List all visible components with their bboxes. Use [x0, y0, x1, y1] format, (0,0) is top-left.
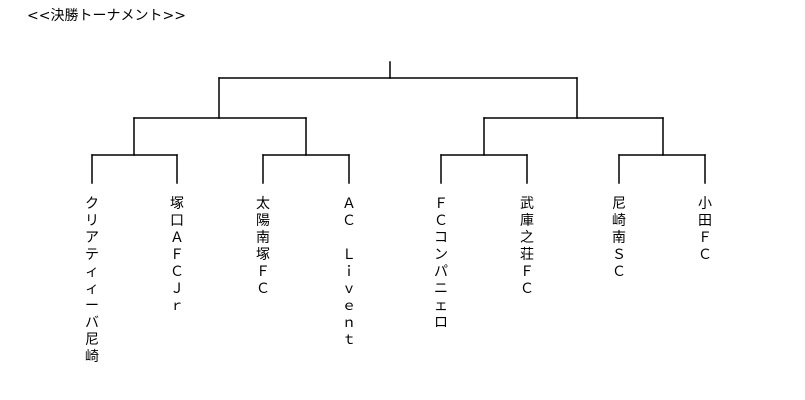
team-label-char: Ｃ — [698, 247, 712, 263]
team-label-char: ロ — [434, 315, 448, 331]
team-label-char: 尼 — [612, 196, 626, 212]
team-label-char: Ｓ — [612, 247, 626, 263]
team-label-char: ニ — [434, 281, 448, 297]
team-label-char: Ｃ — [434, 213, 448, 229]
team-label-char: 田 — [698, 213, 712, 229]
team-label-char: ア — [85, 230, 99, 246]
team-label-char: 庫 — [520, 213, 534, 229]
team-label-char: ｒ — [170, 298, 184, 314]
team-label-char: バ — [85, 315, 99, 331]
team-label-char: Ｆ — [520, 264, 534, 280]
team-label-char: ィ — [85, 281, 99, 297]
team-label-char: Ｆ — [170, 247, 184, 263]
team-label-char: ー — [85, 298, 99, 314]
team-label-char: パ — [434, 264, 448, 280]
team-label-char: テ — [85, 247, 99, 263]
team-label-char: ｉ — [342, 264, 356, 280]
team-label-char: 塚 — [256, 247, 270, 263]
team-label-char: 南 — [612, 230, 626, 246]
team-label-char: Ｃ — [170, 264, 184, 280]
team-label-char: Ｃ — [342, 213, 356, 229]
team-label-char: Ｃ — [520, 281, 534, 297]
team-label-char: 南 — [256, 230, 270, 246]
team-label-char: リ — [85, 213, 99, 229]
team-label-char: 崎 — [85, 349, 99, 365]
team-label-char: 崎 — [612, 213, 626, 229]
team-label-char: ィ — [85, 264, 99, 280]
team-label-char: ｖ — [342, 281, 356, 297]
team-label-char: Ａ — [342, 196, 356, 212]
team-label-char: ク — [85, 196, 99, 212]
team-label-char: 小 — [698, 196, 712, 212]
team-label-char: Ｌ — [342, 247, 356, 263]
team-label-char: Ｆ — [698, 230, 712, 246]
team-label: クリアティィーバ尼崎 — [83, 196, 101, 366]
team-label-char: Ｆ — [256, 264, 270, 280]
team-label-char: 陽 — [256, 213, 270, 229]
team-label-char: 太 — [256, 196, 270, 212]
team-label-char — [340, 230, 358, 247]
team-label-char: 口 — [170, 213, 184, 229]
team-label-char: ｔ — [342, 332, 356, 348]
team-label-char: Ｃ — [256, 281, 270, 297]
team-label-char: 武 — [520, 196, 534, 212]
team-label-char: ｎ — [342, 315, 356, 331]
team-label-char: Ｃ — [612, 264, 626, 280]
team-label-char: ン — [434, 247, 448, 263]
team-label-char: Ｊ — [170, 281, 184, 297]
team-label-char: ェ — [434, 298, 448, 314]
team-label-char: Ｆ — [434, 196, 448, 212]
team-label-char: コ — [434, 230, 448, 246]
team-label-char: 荘 — [520, 247, 534, 263]
team-label-char: 尼 — [85, 332, 99, 348]
team-label-char: Ａ — [170, 230, 184, 246]
team-label-char: 之 — [520, 230, 534, 246]
page-title: <<決勝トーナメント>> — [27, 8, 186, 24]
team-label-char: 塚 — [170, 196, 184, 212]
team-label-char: ｅ — [342, 298, 356, 314]
